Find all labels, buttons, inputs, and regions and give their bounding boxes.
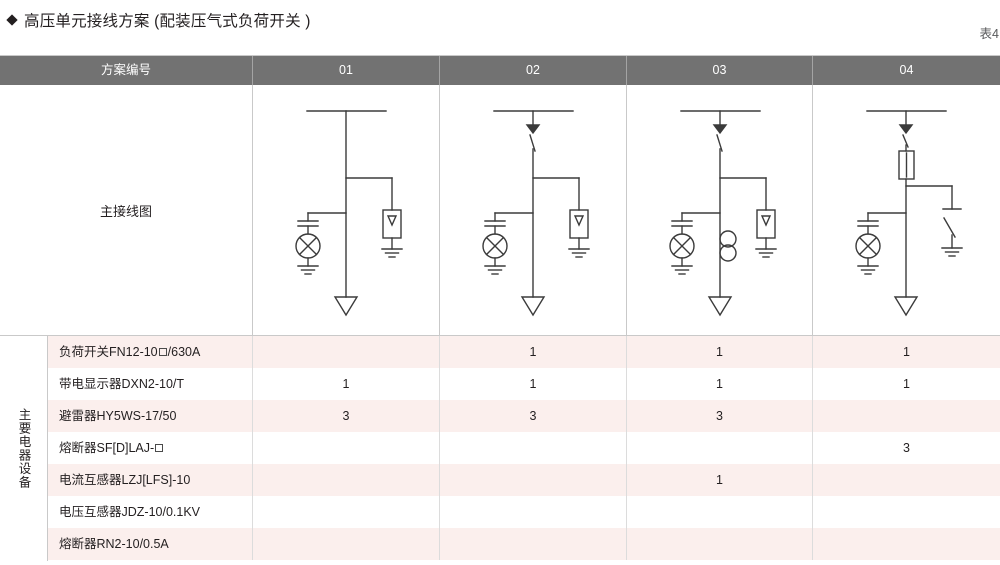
cable-termination [707, 296, 733, 317]
equipment-value-04 [813, 528, 1000, 560]
header-col-03: 03 [627, 56, 813, 85]
diamond-bullet-icon [6, 14, 18, 26]
equipment-value-04 [813, 496, 1000, 528]
circuit-diagram-03 [669, 110, 777, 317]
cable-termination [520, 296, 546, 317]
table-row: 负荷开关FN12-10/630A 1 1 1 [48, 336, 1000, 368]
equipment-name: 带电显示器DXN2-10/T [48, 368, 253, 400]
equipment-name: 负荷开关FN12-10/630A [48, 336, 253, 368]
scheme-table: 方案编号 01 02 03 04 主接线图 [0, 55, 1000, 561]
table-row: 带电显示器DXN2-10/T 1 1 1 1 [48, 368, 1000, 400]
equipment-value-04 [813, 464, 1000, 496]
equipment-value-03: 1 [627, 336, 813, 368]
equipment-value-01 [253, 528, 440, 560]
section-label-main-equipment: 主要电器设备 [0, 336, 48, 561]
circuit-diagram-04 [855, 110, 963, 317]
equipment-value-02: 1 [440, 336, 627, 368]
equipment-value-01: 1 [253, 368, 440, 400]
header-col-02: 02 [440, 56, 627, 85]
header-col-04: 04 [899, 63, 914, 77]
table-row: 避雷器HY5WS-17/50 3 3 3 [48, 400, 1000, 432]
equipment-value-01: 3 [253, 400, 440, 432]
equipment-value-03: 1 [627, 464, 813, 496]
diagram-row: 主接线图 [0, 85, 1000, 336]
diagram-scheme-02 [440, 85, 627, 336]
earthing-switch-blade [943, 217, 956, 238]
page-title: 高压单元接线方案 (配装压气式负荷开关 ) [6, 9, 311, 31]
cable-termination [333, 296, 359, 317]
equipment-value-02 [440, 496, 627, 528]
diagram-scheme-03 [627, 85, 813, 336]
equipment-value-04: 1 [903, 345, 910, 359]
placeholder-box-icon [158, 348, 167, 356]
title-bar: 高压单元接线方案 (配装压气式负荷开关 ) 表4 [0, 0, 1000, 55]
circuit-diagram-02 [482, 110, 590, 317]
equipment-value-03: 3 [627, 400, 813, 432]
equipment-name: 熔断器RN2-10/0.5A [48, 528, 253, 560]
load-break-switch-blade [529, 134, 536, 152]
cable-termination [893, 296, 919, 317]
equipment-value-04: 1 [903, 377, 910, 391]
equipment-value-04 [813, 400, 1000, 432]
table-header-row: 方案编号 01 02 03 04 [0, 56, 1000, 85]
diagram-scheme-01 [253, 85, 440, 336]
table-row: 熔断器RN2-10/0.5A [48, 528, 1000, 560]
load-break-switch-blade [902, 134, 909, 148]
equipment-value-01 [253, 432, 440, 464]
placeholder-box-icon [155, 444, 164, 452]
circuit-diagram-01 [295, 110, 403, 317]
equipment-value-03 [627, 496, 813, 528]
table-row: 电流互感器LZJ[LFS]-10 1 [48, 464, 1000, 496]
equipment-value-02: 1 [440, 368, 627, 400]
equipment-value-03 [627, 432, 813, 464]
equipment-name: 电压互感器JDZ-10/0.1KV [48, 496, 253, 528]
equipment-value-04: 3 [903, 441, 910, 455]
equipment-value-03: 1 [627, 368, 813, 400]
equipment-value-01 [253, 336, 440, 368]
equipment-name: 电流互感器LZJ[LFS]-10 [48, 464, 253, 496]
equipment-name: 熔断器SF[D]LAJ- [48, 432, 253, 464]
load-break-switch-marker [898, 124, 914, 135]
equipment-value-01 [253, 464, 440, 496]
equipment-value-02 [440, 464, 627, 496]
equipment-value-02: 3 [440, 400, 627, 432]
load-break-switch-blade [716, 134, 723, 152]
equipment-rows: 主要电器设备 负荷开关FN12-10/630A 1 1 1 带电显示器DXN2-… [0, 336, 1000, 561]
table-row: 电压互感器JDZ-10/0.1KV [48, 496, 1000, 528]
equipment-name: 避雷器HY5WS-17/50 [48, 400, 253, 432]
load-break-switch-marker [525, 124, 541, 135]
header-scheme-number-label: 方案编号 [0, 56, 253, 85]
equipment-value-03 [627, 528, 813, 560]
header-col-01: 01 [253, 56, 440, 85]
page-title-text: 高压单元接线方案 (配装压气式负荷开关 ) [24, 13, 311, 30]
equipment-value-02 [440, 432, 627, 464]
section-label-text: 主要电器设备 [16, 408, 31, 489]
table-number-label: 表4 [979, 27, 999, 41]
load-break-switch-marker [712, 124, 728, 135]
equipment-value-02 [440, 528, 627, 560]
current-transformer [719, 230, 737, 248]
diagram-scheme-04 [813, 85, 1000, 336]
equipment-name-text: 负荷开关FN12-10 [59, 345, 158, 359]
equipment-value-01 [253, 496, 440, 528]
equipment-name-text: /630A [167, 345, 201, 359]
equipment-name-text: 熔断器SF[D]LAJ- [59, 441, 155, 455]
table-row: 熔断器SF[D]LAJ- 3 [48, 432, 1000, 464]
main-wiring-diagram-label: 主接线图 [0, 85, 253, 336]
